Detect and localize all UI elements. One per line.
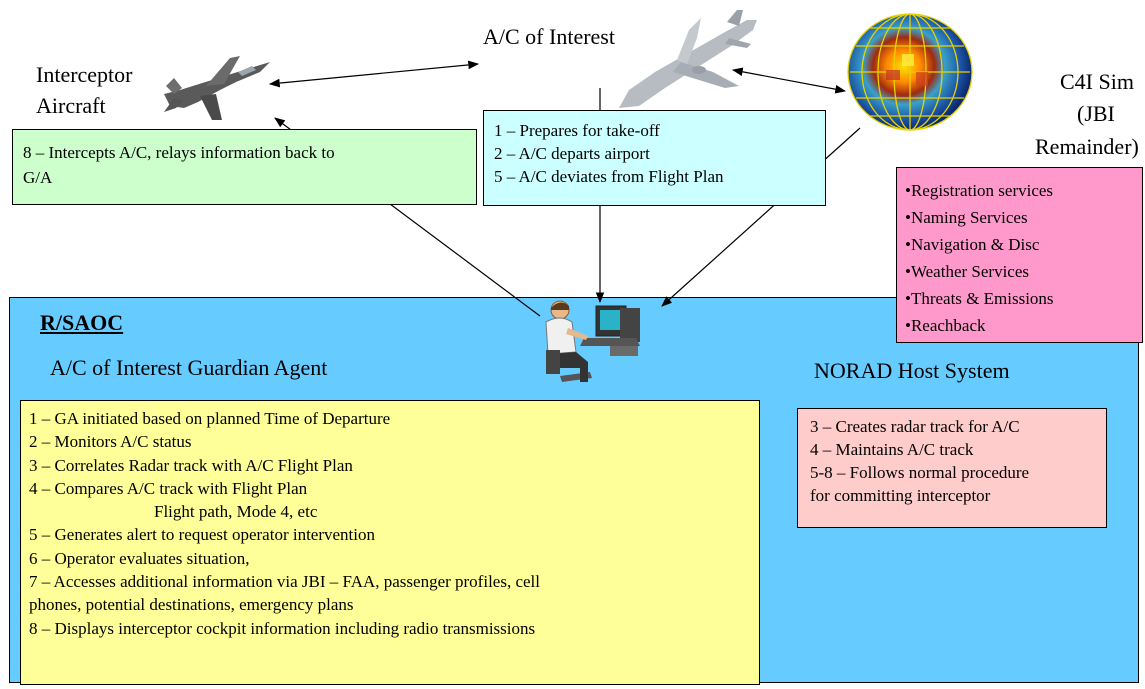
interceptor-box: 8 – Intercepts A/C, relays information b… [12,129,477,205]
c4i-label-line1: C4I Sim [1060,69,1134,94]
arrow-c4i-to-operator [661,127,861,307]
operator-workstation-icon [545,300,640,382]
c4i-label-line3: Remainder) [1035,134,1139,159]
globe-icon [847,13,973,131]
interceptor-label-line2: Aircraft [36,93,106,118]
ga-line: 3 – Correlates Radar track with A/C Flig… [29,455,353,475]
flight-box-line: 1 – Prepares for take-off [494,121,660,140]
ga-line: 2 – Monitors A/C status [29,432,192,452]
arrow-interest-to-c4i [731,67,847,94]
ga-line: phones, potential destinations, emergenc… [29,595,354,615]
ga-line: 7 – Accesses additional information via … [29,572,540,592]
service-item: •Navigation & Disc [905,235,1040,254]
flight-box-line: 2 – A/C departs airport [494,144,650,163]
norad-line: 4 – Maintains A/C track [810,440,974,459]
ga-line: 4 – Compares A/C track with Flight Plan [29,478,308,498]
service-item: •Weather Services [905,262,1029,281]
service-item: •Reachback [905,316,986,335]
norad-host-box: 3 – Creates radar track for A/C 4 – Main… [797,408,1107,528]
interceptor-box-line2: G/A [23,168,53,187]
interceptor-label-line1: Interceptor [36,62,133,87]
norad-line: 5-8 – Follows normal procedure [810,463,1030,482]
c4i-services-box: •Registration services •Naming Services … [896,167,1143,343]
service-item: •Naming Services [905,208,1028,227]
flight-box-line: 5 – A/C deviates from Flight Plan [494,167,724,186]
norad-line: for committing interceptor [810,486,991,505]
ga-line: 8 – Displays interceptor cockpit informa… [29,618,536,638]
guardian-agent-title: A/C of Interest Guardian Agent [50,355,328,380]
c4i-label-line2: (JBI [1077,101,1115,126]
interest-aircraft-label: A/C of Interest [483,24,615,49]
rsaoc-title: R/SAOC [40,310,124,335]
arrow-interceptor-to-interest [268,60,480,88]
airliner-icon [619,10,757,108]
ga-line: 5 – Generates alert to request operator … [29,525,376,545]
norad-line: 3 – Creates radar track for A/C [810,417,1020,436]
ga-line: 1 – GA initiated based on planned Time o… [29,409,391,428]
ga-line: 6 – Operator evaluates situation, [29,548,250,568]
service-item: •Threats & Emissions [905,289,1054,308]
interceptor-box-line1: 8 – Intercepts A/C, relays information b… [23,143,335,162]
guardian-agent-box: 1 – GA initiated based on planned Time o… [20,400,760,685]
fighter-jet-icon [164,56,270,120]
service-item: •Registration services [905,181,1054,200]
ga-line-indented: Flight path, Mode 4, etc [154,502,318,522]
norad-host-title: NORAD Host System [814,358,1010,383]
flight-status-box: 1 – Prepares for take-off 2 – A/C depart… [483,110,826,206]
